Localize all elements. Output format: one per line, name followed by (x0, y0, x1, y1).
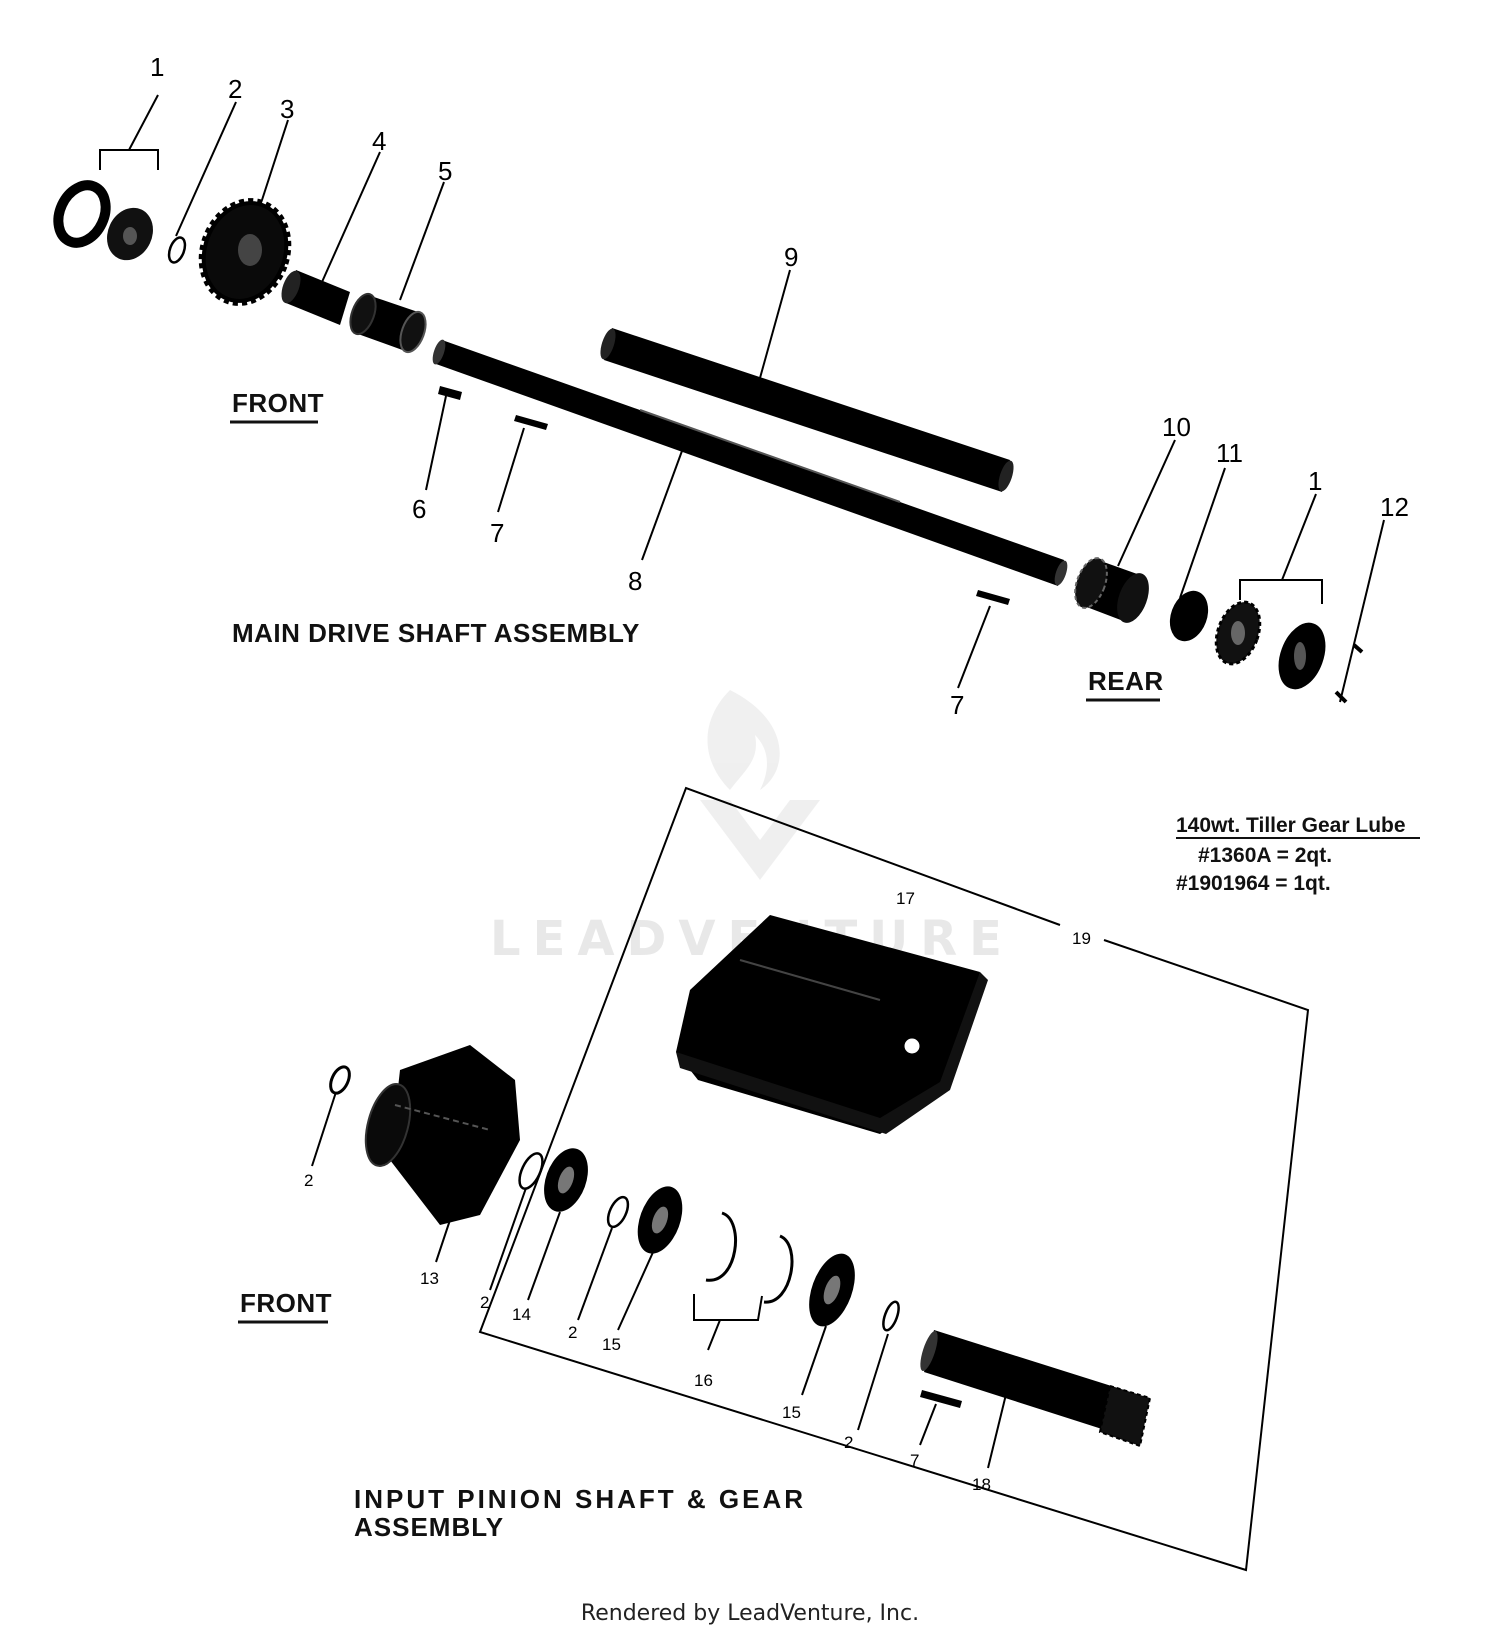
part-16-snap-ring-b (763, 1234, 794, 1304)
leader-lines-top (99, 94, 1385, 703)
part-7-pin-bottom (920, 1390, 962, 1408)
lube-note-line1: #1360A = 2qt. (1198, 844, 1332, 867)
lube-note: 140wt. Tiller Gear Lube #1360A = 2qt. #1… (1176, 814, 1420, 895)
callout-bottom-15b: 15 (782, 1403, 801, 1422)
part-8-main-shaft (432, 339, 1068, 586)
callout-bottom-19: 19 (1072, 929, 1091, 948)
callout-bottom-15a: 15 (602, 1335, 621, 1354)
callout-top-8: 8 (628, 566, 642, 596)
front-label-top: FRONT (232, 388, 324, 418)
callout-top-9: 9 (784, 242, 798, 272)
part-1-bearing-cone-rear (1214, 600, 1262, 666)
part-13-pulley (364, 1045, 520, 1225)
callout-bottom-14: 14 (512, 1305, 531, 1324)
part-6-key (438, 386, 462, 400)
callout-bottom-13: 13 (420, 1269, 439, 1288)
callout-bottom-18: 18 (972, 1475, 991, 1494)
part-5-gear (349, 292, 427, 354)
callout-top-11: 11 (1216, 438, 1243, 468)
part-3-gear (198, 198, 292, 306)
callout-top-4: 4 (372, 126, 386, 156)
part-7-pin-front (514, 415, 548, 430)
callout-bottom-2b: 2 (480, 1293, 489, 1312)
rear-label: REAR (1088, 666, 1164, 696)
part-11-gear (1169, 590, 1209, 642)
part-2-ring-d (882, 1300, 900, 1332)
part-4-sleeve (281, 270, 350, 325)
part-10-gear (1074, 557, 1149, 623)
lube-note-line2: #1901964 = 1qt. (1176, 872, 1331, 895)
pinion-title-line2: ASSEMBLY (354, 1512, 504, 1542)
callout-bottom-2c: 2 (568, 1323, 577, 1342)
footer-credit: Rendered by LeadVenture, Inc. (581, 1601, 919, 1626)
leader-lines-bottom (311, 1091, 1011, 1469)
part-1-bearing-cup-front (53, 180, 111, 248)
part-18-pinion-shaft (920, 1330, 1152, 1448)
main-assembly-title: MAIN DRIVE SHAFT ASSEMBLY (232, 618, 640, 648)
part-2-ring-c (606, 1195, 630, 1229)
callout-top-1a: 1 (150, 52, 164, 82)
assembly-box-19 (478, 786, 1310, 1572)
part-12-retainer (1334, 643, 1364, 704)
callout-top-1b: 1 (1308, 466, 1322, 496)
callout-top-2: 2 (228, 74, 242, 104)
callout-bottom-2d: 2 (844, 1433, 853, 1452)
callout-top-5: 5 (438, 156, 452, 186)
callout-top-7a: 7 (490, 518, 504, 548)
callout-top-12: 12 (1380, 492, 1409, 522)
part-16-snap-ring-a (705, 1211, 737, 1282)
part-15-bearing-a (637, 1186, 683, 1254)
callout-bottom-7: 7 (910, 1451, 919, 1470)
watermark: LEADVENTURE (490, 690, 1002, 967)
callout-top-6: 6 (412, 494, 426, 524)
part-17-gear-cover (676, 915, 988, 1134)
part-2-ring-b (518, 1152, 544, 1190)
input-pinion-diagram: 2 13 2 14 2 15 16 15 2 7 18 17 19 FRONT … (238, 786, 1310, 1572)
callout-top-7b: 7 (950, 690, 964, 720)
lube-note-heading: 140wt. Tiller Gear Lube (1176, 814, 1406, 837)
part-2-ring-a (329, 1065, 351, 1095)
part-7-pin-rear (976, 590, 1010, 605)
main-drive-shaft-diagram: 1 2 3 4 5 6 7 8 9 7 10 11 1 12 FRONT REA… (53, 52, 1409, 720)
front-label-bottom: FRONT (240, 1288, 332, 1318)
callout-top-10: 10 (1162, 412, 1191, 442)
callout-bottom-16: 16 (694, 1371, 713, 1390)
callout-bottom-2a: 2 (304, 1171, 313, 1190)
part-2-snap-ring (167, 236, 187, 264)
callout-bottom-17: 17 (896, 889, 915, 908)
part-15-bearing-b (809, 1253, 855, 1327)
pinion-title-line1: INPUT PINION SHAFT & GEAR (354, 1484, 806, 1514)
callout-top-3: 3 (280, 94, 294, 124)
part-14-bearing (544, 1148, 588, 1212)
part-9-shaft (600, 328, 1014, 492)
